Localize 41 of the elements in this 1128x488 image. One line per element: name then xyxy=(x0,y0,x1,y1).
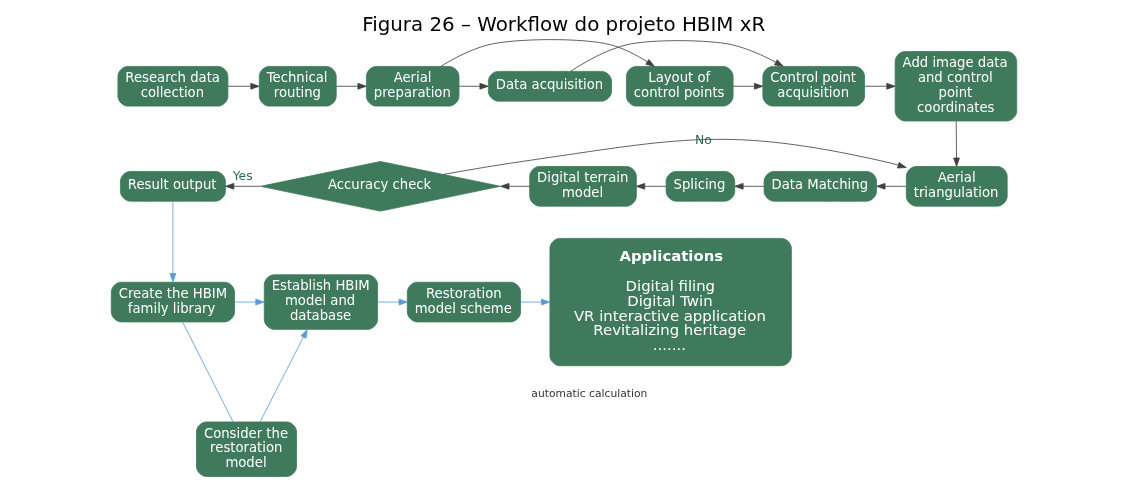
arrow xyxy=(440,39,655,67)
node-box: Data Matching xyxy=(763,171,877,202)
node-box: Applications Digital filing Digital Twin VR interactive application Revitalizing heritage ....... xyxy=(549,238,792,367)
node-box: Control point acquisition xyxy=(762,66,865,107)
node-box: Data acquisition xyxy=(487,70,612,102)
node-box: Layout of control points xyxy=(626,66,734,107)
arrow xyxy=(520,298,551,306)
arrow xyxy=(335,82,367,90)
arrow xyxy=(732,82,764,90)
label: automatic calculation xyxy=(531,386,648,400)
arrow xyxy=(734,183,765,190)
arrow xyxy=(570,40,784,72)
arrow xyxy=(227,82,260,90)
arrow xyxy=(442,139,907,175)
arrow xyxy=(259,329,308,423)
node-box: Create the HBIM family library xyxy=(110,281,235,323)
node-box: Aerial triangulation xyxy=(905,166,1008,207)
arrow xyxy=(953,120,960,167)
node-box: Technical routing xyxy=(258,66,337,107)
edge-label: Yes xyxy=(232,167,253,183)
connector xyxy=(182,321,234,423)
node-diamond: Accuracy check xyxy=(260,161,501,212)
node-box: Aerial preparation xyxy=(365,66,460,107)
arrow xyxy=(876,183,907,190)
node-box: Result output xyxy=(120,171,226,202)
node-box: Research data collection xyxy=(117,66,229,107)
arrow xyxy=(500,183,531,190)
node-box: Consider the restoration model xyxy=(196,421,297,477)
arrow xyxy=(169,200,177,283)
arrow xyxy=(225,183,261,190)
arrow xyxy=(377,298,408,306)
arrow xyxy=(458,82,489,90)
node-box: Digital terrain model xyxy=(529,166,637,207)
node-box: Establish HBIM model and database xyxy=(263,274,378,330)
node-box: Restoration model scheme xyxy=(406,281,521,323)
node-box: Splicing xyxy=(665,171,736,202)
arrow xyxy=(636,183,667,190)
arrow xyxy=(864,82,896,90)
node-box: Add image data and control point coordinates xyxy=(894,51,1018,122)
diagram-title: Figura 26 – Workflow do projeto HBIM xR xyxy=(362,12,766,36)
arrow xyxy=(234,298,265,306)
